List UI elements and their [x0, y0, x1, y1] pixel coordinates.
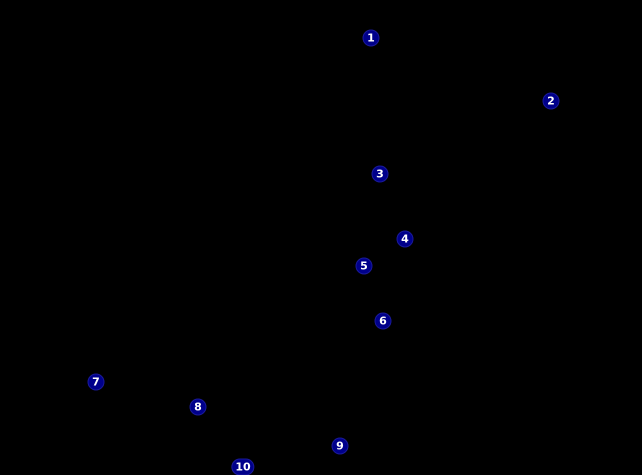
map-marker-8[interactable]: 8 [189, 398, 207, 416]
map-marker-7[interactable]: 7 [87, 373, 105, 391]
map-marker-4[interactable]: 4 [396, 230, 414, 248]
map-marker-6[interactable]: 6 [374, 312, 392, 330]
map-marker-3[interactable]: 3 [371, 165, 389, 183]
map-marker-2[interactable]: 2 [542, 92, 560, 110]
map-marker-9[interactable]: 9 [331, 437, 349, 455]
map-marker-5[interactable]: 5 [355, 257, 373, 275]
map-marker-1[interactable]: 1 [362, 29, 380, 47]
map-marker-10[interactable]: 10 [231, 458, 255, 475]
